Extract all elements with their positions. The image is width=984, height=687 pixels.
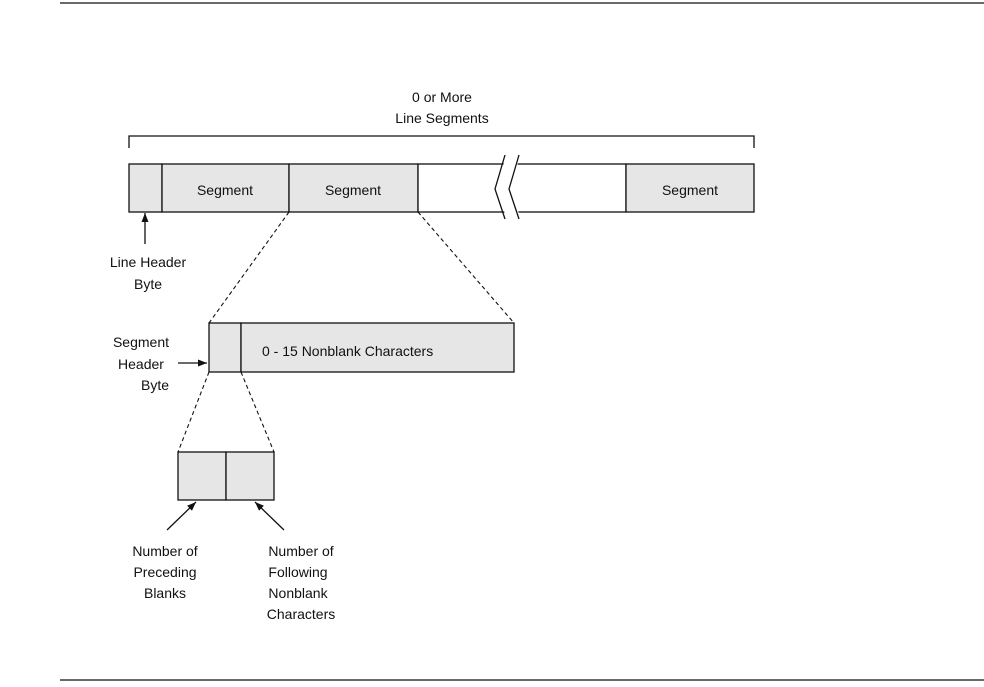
segment-header-byte-cell — [208, 322, 242, 373]
expand-line-2-left — [177, 371, 210, 453]
following-label-3: Nonblank — [268, 585, 328, 601]
segment-header-label-3: Byte — [141, 377, 169, 393]
break-mark-left — [494, 154, 506, 220]
preceding-label-3: Blanks — [144, 585, 186, 601]
top-label-line-1: 0 or More — [412, 89, 472, 105]
segment-detail: 0 - 15 Nonblank Characters — [208, 322, 515, 373]
segment-label-2: Segment — [325, 182, 381, 198]
line-segment-last — [625, 163, 755, 213]
line-segments-bracket — [128, 135, 755, 148]
segment-header-label-2: Header — [118, 356, 164, 372]
segment-header-label-1: Segment — [113, 334, 169, 350]
expand-line-right — [417, 211, 515, 324]
segment-label-3: Segment — [662, 182, 718, 198]
line-header-byte-cell — [128, 163, 163, 213]
following-label-4: Characters — [267, 606, 335, 622]
break-mark-right — [508, 154, 520, 220]
preceding-label-1: Number of — [132, 543, 197, 559]
segment-label-1: Segment — [197, 182, 253, 198]
preceding-arrow — [166, 501, 197, 531]
top-label-line-2: Line Segments — [395, 110, 488, 126]
line-segment-2 — [288, 163, 419, 213]
line-gap-cell — [417, 163, 627, 213]
following-nonblanks-field — [225, 451, 275, 501]
following-label-2: Following — [268, 564, 327, 580]
header-byte-fields — [177, 451, 275, 501]
line-header-label-2: Byte — [134, 276, 162, 292]
preceding-blanks-field — [177, 451, 227, 501]
following-arrow — [254, 501, 285, 531]
nonblank-characters-label: 0 - 15 Nonblank Characters — [262, 343, 433, 359]
line-row: Segment Segment Segment — [128, 154, 755, 220]
line-header-label-1: Line Header — [110, 254, 187, 270]
following-label-1: Number of — [268, 543, 333, 559]
expand-line-left — [208, 211, 290, 324]
expand-line-2-right — [240, 371, 275, 453]
line-segment-1 — [161, 163, 290, 213]
preceding-label-2: Preceding — [133, 564, 196, 580]
nonblank-characters-cell — [240, 322, 515, 373]
